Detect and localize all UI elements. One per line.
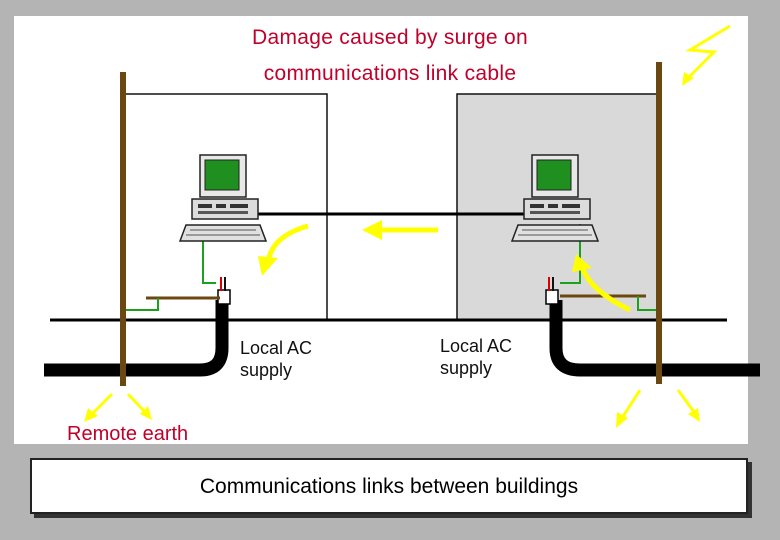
surge-arrow-icon xyxy=(84,392,152,422)
lightning-icon xyxy=(682,24,731,86)
power-cable-right xyxy=(549,300,760,377)
local-ac-supply-label-right: Local AC supply xyxy=(440,336,513,378)
caption-text: Communications links between buildings xyxy=(199,475,579,498)
caption-box: Communications links between buildings xyxy=(30,458,748,514)
remote-earth-label: Remote earth xyxy=(67,423,189,445)
earth-wires-green xyxy=(126,224,657,311)
plug-right xyxy=(545,277,559,305)
surge-arrow-icon xyxy=(362,220,438,240)
surge-arrow-icon xyxy=(616,389,700,428)
diagram-title-line-1: Damage caused by surge on xyxy=(252,26,528,49)
power-cable-left xyxy=(44,300,229,377)
computer-icon-right xyxy=(510,154,600,242)
surge-arrow-icon xyxy=(258,223,309,276)
plug-left xyxy=(217,277,231,305)
surge-arrow-icon xyxy=(572,254,632,313)
surge-arrows xyxy=(84,220,700,428)
diagram-title-line-2: communications link cable xyxy=(263,62,517,85)
local-ac-supply-label-left: Local AC supply xyxy=(240,338,313,380)
computer-icon-left xyxy=(178,154,268,242)
